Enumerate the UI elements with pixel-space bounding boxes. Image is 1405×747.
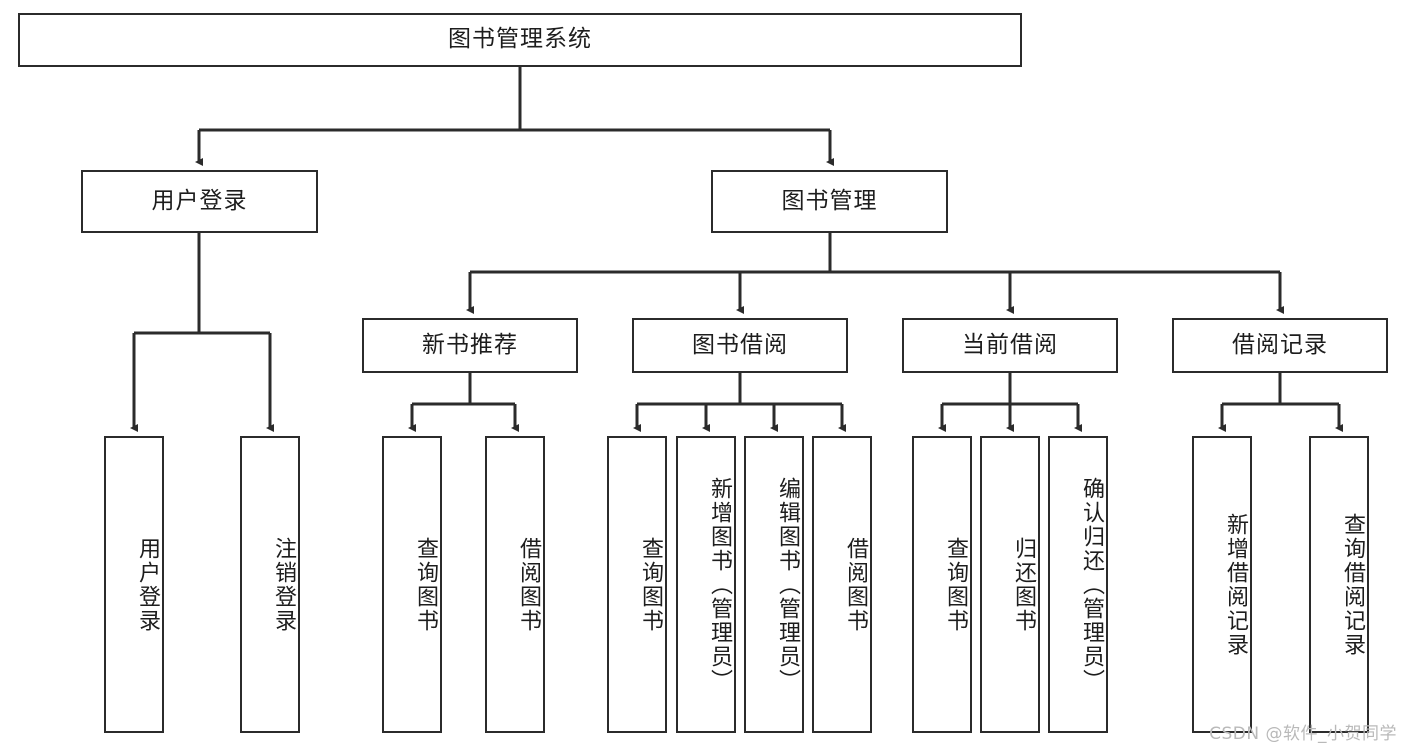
leaf-query-book-current[interactable]: 查询图书: [912, 436, 972, 733]
node-user-login[interactable]: 用户登录: [81, 170, 318, 233]
leaf-add-borrow-record[interactable]: 新增借阅记录: [1192, 436, 1252, 733]
node-root[interactable]: 图书管理系统: [18, 13, 1022, 67]
leaf-user-login[interactable]: 用户登录: [104, 436, 164, 733]
node-borrow-record[interactable]: 借阅记录: [1172, 318, 1388, 373]
leaf-edit-book-admin[interactable]: 编辑图书（管理员）: [744, 436, 804, 733]
leaf-query-book-rec[interactable]: 查询图书: [382, 436, 442, 733]
leaf-add-book-admin[interactable]: 新增图书（管理员）: [676, 436, 736, 733]
node-new-book-recommend[interactable]: 新书推荐: [362, 318, 578, 373]
leaf-confirm-return-admin[interactable]: 确认归还（管理员）: [1048, 436, 1108, 733]
leaf-query-borrow-record[interactable]: 查询借阅记录: [1309, 436, 1369, 733]
leaf-return-book[interactable]: 归还图书: [980, 436, 1040, 733]
leaf-borrow-book-rec[interactable]: 借阅图书: [485, 436, 545, 733]
node-current-borrow[interactable]: 当前借阅: [902, 318, 1118, 373]
leaf-logout[interactable]: 注销登录: [240, 436, 300, 733]
node-book-borrow[interactable]: 图书借阅: [632, 318, 848, 373]
leaf-query-book-borrow[interactable]: 查询图书: [607, 436, 667, 733]
node-book-manage[interactable]: 图书管理: [711, 170, 948, 233]
leaf-borrow-book[interactable]: 借阅图书: [812, 436, 872, 733]
